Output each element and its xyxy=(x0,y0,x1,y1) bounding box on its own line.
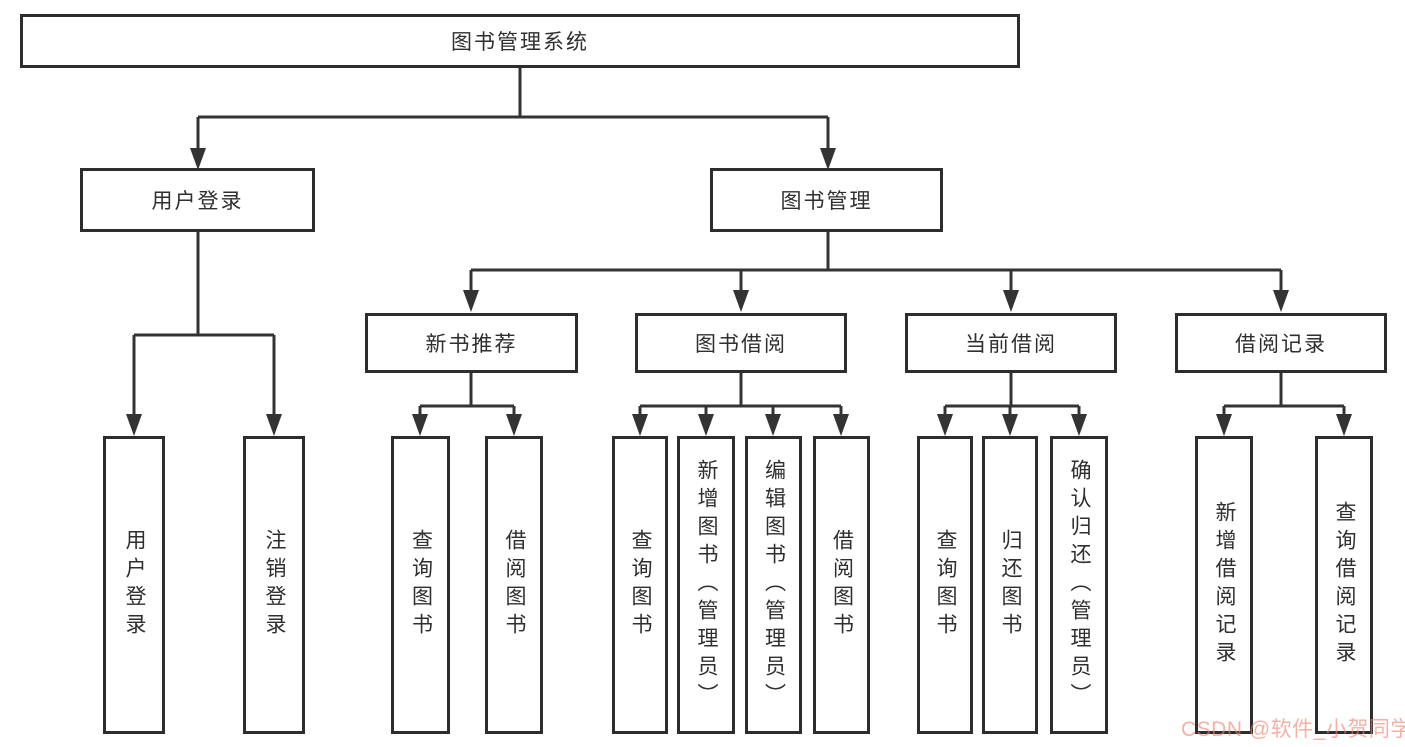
leaf-label: 借阅图书 xyxy=(830,529,854,641)
leaf-add-books-admin: 新增图书（管理员） xyxy=(677,436,735,734)
watermark: CSDN @软件_小贺同学 xyxy=(1181,718,1405,741)
leaf-query-books-current: 查询图书 xyxy=(917,436,973,734)
leaf-label: 新增图书（管理员） xyxy=(695,459,719,711)
leaf-return-books: 归还图书 xyxy=(982,436,1038,734)
node-current-borrow: 当前借阅 xyxy=(905,313,1117,373)
node-label: 图书管理 xyxy=(780,190,873,213)
leaf-label: 新增借阅记录 xyxy=(1213,501,1237,669)
leaf-user-login: 用户登录 xyxy=(103,436,165,734)
node-label: 当前借阅 xyxy=(965,333,1057,356)
leaf-label: 用户登录 xyxy=(123,529,147,641)
leaf-query-books-borrow: 查询图书 xyxy=(612,436,668,734)
node-label: 用户登录 xyxy=(151,190,244,213)
node-label: 图书管理系统 xyxy=(451,31,589,54)
node-label: 新书推荐 xyxy=(425,333,518,356)
node-book-management: 图书管理 xyxy=(710,168,943,232)
leaf-label: 编辑图书（管理员） xyxy=(762,459,786,711)
node-label: 图书借阅 xyxy=(695,333,787,356)
leaf-label: 确认归还（管理员） xyxy=(1068,459,1092,711)
leaf-borrow-books-newbook: 借阅图书 xyxy=(485,436,543,734)
node-label: 借阅记录 xyxy=(1235,333,1327,356)
leaf-logout: 注销登录 xyxy=(243,436,305,734)
leaf-query-books-newbook: 查询图书 xyxy=(391,436,450,734)
node-new-book-recommend: 新书推荐 xyxy=(365,313,578,373)
leaf-query-borrow-record: 查询借阅记录 xyxy=(1315,436,1373,734)
leaf-label: 查询图书 xyxy=(934,529,958,641)
leaf-label: 查询图书 xyxy=(629,529,653,641)
leaf-label: 借阅图书 xyxy=(503,529,527,641)
leaf-label: 查询图书 xyxy=(409,529,433,641)
node-user-login: 用户登录 xyxy=(80,168,315,232)
leaf-label: 查询借阅记录 xyxy=(1333,501,1357,669)
leaf-borrow-books: 借阅图书 xyxy=(813,436,870,734)
leaf-add-borrow-record: 新增借阅记录 xyxy=(1195,436,1253,734)
leaf-label: 注销登录 xyxy=(263,529,287,641)
node-borrow-records: 借阅记录 xyxy=(1175,313,1387,373)
leaf-label: 归还图书 xyxy=(999,529,1023,641)
leaf-confirm-return-admin: 确认归还（管理员） xyxy=(1050,436,1108,734)
leaf-edit-books-admin: 编辑图书（管理员） xyxy=(745,436,802,734)
node-root-system: 图书管理系统 xyxy=(20,14,1020,68)
node-book-borrow: 图书借阅 xyxy=(635,313,847,373)
